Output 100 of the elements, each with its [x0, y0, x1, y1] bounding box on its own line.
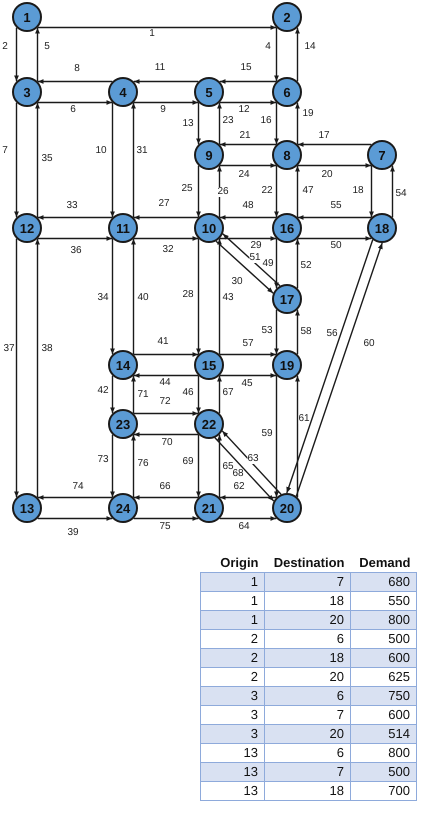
arrow: [369, 166, 374, 218]
node-circle: [12, 213, 42, 243]
edge-label: 30: [231, 277, 243, 287]
node-circle: [108, 350, 138, 380]
table-cell: 550: [350, 592, 416, 610]
table-cell: 13: [200, 762, 264, 782]
arrow: [217, 102, 222, 144]
node-number: 10: [202, 222, 216, 234]
node-number: 12: [20, 222, 34, 234]
arrow: [295, 310, 300, 354]
arrow: [38, 25, 276, 30]
edge-label: 45: [241, 379, 253, 389]
edge-label: 9: [160, 105, 166, 115]
edge-label: 12: [238, 105, 250, 115]
edge-label: 23: [222, 116, 234, 126]
edge-label: 50: [330, 241, 342, 251]
edge-label: 61: [298, 414, 310, 424]
arrow: [214, 437, 274, 502]
table-cell: 20: [264, 668, 350, 686]
edge-label: 71: [137, 390, 149, 400]
edge-label: 46: [182, 388, 194, 398]
arrow: [274, 28, 279, 82]
edge-label: 70: [161, 438, 173, 448]
table-cell: 2: [200, 630, 264, 648]
edge-label: 38: [41, 344, 53, 354]
arrow: [220, 79, 276, 84]
table-cell: 625: [350, 668, 416, 686]
column-header: Destination: [264, 553, 350, 572]
edge-label: 43: [222, 293, 234, 303]
edge-label: 59: [261, 429, 273, 439]
table-cell: 20: [264, 724, 350, 744]
edge-label: 37: [3, 344, 15, 354]
node-circle: [367, 140, 397, 170]
node-number: 6: [283, 86, 291, 98]
arrow: [274, 376, 279, 498]
arrow: [14, 28, 19, 82]
node-number: 17: [280, 292, 294, 306]
arrow: [220, 100, 276, 105]
edge-label: 26: [217, 187, 229, 197]
edge-label: 55: [330, 201, 342, 211]
column-header: Demand: [350, 553, 416, 572]
edge-label: 72: [159, 397, 171, 407]
arrow: [134, 432, 198, 437]
table-cell: 13: [200, 782, 264, 800]
arrow: [274, 166, 279, 218]
edge-label: 7: [2, 146, 8, 156]
edge-label: 76: [137, 459, 149, 469]
arrow: [295, 376, 300, 498]
table-cell: 700: [350, 782, 416, 800]
arrow: [222, 430, 282, 495]
arrow: [295, 166, 300, 218]
edge-label: 6: [70, 105, 76, 115]
table-cell: 3: [200, 706, 264, 724]
table-cell: 6: [264, 630, 350, 648]
edge-label: 49: [262, 259, 274, 269]
table-cell: 800: [350, 744, 416, 762]
arrow: [110, 102, 115, 218]
edge-label: 22: [261, 186, 273, 196]
node-number: 4: [119, 86, 127, 98]
arrow: [35, 238, 40, 498]
arrow: [217, 434, 222, 498]
arrow: [131, 434, 136, 498]
node-circle: [108, 409, 138, 439]
edge-label: 66: [159, 482, 171, 492]
arrow: [14, 238, 19, 498]
table-cell: 3: [200, 686, 264, 706]
arrow: [38, 495, 112, 500]
node-circle: [272, 140, 302, 170]
edge-label: 54: [395, 189, 407, 199]
table-cell: 2: [200, 648, 264, 668]
arrow: [274, 238, 279, 288]
arrow: [134, 495, 198, 500]
table-cell: 13: [200, 744, 264, 762]
edge-label: 67: [222, 388, 234, 398]
edge-label: 21: [239, 131, 251, 141]
table-cell: 1: [200, 610, 264, 630]
table-cell: 514: [350, 724, 416, 744]
table-cell: 7: [264, 572, 350, 592]
edge-label: 64: [238, 522, 250, 532]
node-circle: [194, 409, 224, 439]
column-header: Origin: [200, 553, 264, 572]
table-cell: 2: [200, 668, 264, 686]
arrow: [196, 376, 201, 414]
node-circle: [194, 77, 224, 107]
node-number: 11: [116, 222, 130, 234]
edge-label: 74: [72, 482, 84, 492]
table-cell: 600: [350, 706, 416, 724]
arrow: [38, 215, 112, 220]
node-number: 3: [23, 86, 31, 98]
node-number: 14: [116, 358, 130, 372]
edge-label: 36: [70, 246, 82, 256]
edge-label: 51: [249, 253, 261, 263]
arrow: [134, 215, 198, 220]
edge-label: 15: [240, 63, 252, 73]
edge-label: 32: [162, 245, 174, 255]
node-number: 22: [202, 418, 216, 430]
arrow: [38, 100, 112, 105]
node-circle: [108, 213, 138, 243]
table-cell: 600: [350, 648, 416, 668]
node-number: 23: [116, 418, 130, 430]
